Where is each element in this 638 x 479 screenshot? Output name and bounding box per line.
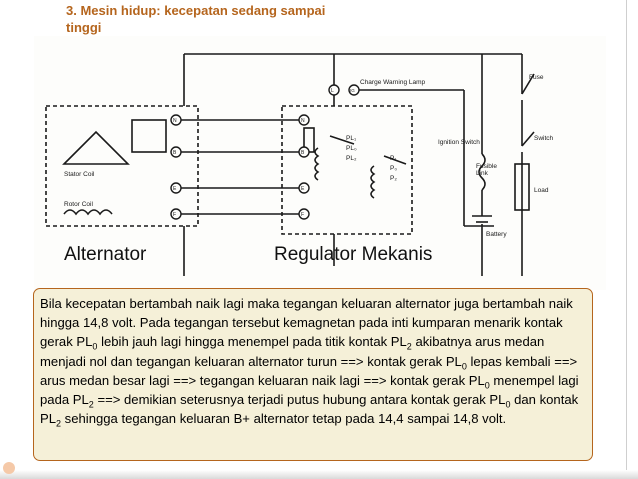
label-reg-n: N [301, 118, 305, 124]
reg-terminal-l [328, 84, 340, 96]
label-charge-lamp: Charge Warning Lamp [360, 79, 426, 86]
label-p2: P₂ [390, 175, 397, 182]
body-text-5: menempel lagi pada PL [40, 372, 579, 408]
label-battery: Battery [486, 231, 507, 238]
label-rotor-coil: Rotor Coil [64, 201, 93, 208]
body-text-7: dan kontak PL [40, 392, 579, 427]
body-text-2: lebih jauh lagi hingga menempel pada tit… [97, 334, 407, 350]
load-resistor [514, 163, 530, 211]
label-alt-e: E [173, 186, 177, 192]
alt-terminal-e [170, 182, 182, 194]
subscript-2: 2 [406, 342, 412, 353]
label-pl2: PL₂ [346, 155, 357, 162]
slide-border-right [626, 0, 627, 479]
reg-terminal-ig [348, 84, 360, 96]
slide-title: 3. Mesin hidup: kecepatan sedang sampai … [66, 3, 326, 35]
regulator-enclosure [281, 105, 413, 235]
label-alt-f: F [173, 212, 176, 218]
contact-p0 [383, 155, 407, 165]
voltage-relay-coil [314, 147, 320, 181]
label-p0: P₀ [390, 165, 397, 172]
diagram-background [34, 36, 606, 290]
subscript-1: 0 [92, 342, 98, 353]
reg-terminal-f [298, 208, 310, 220]
subscript-7: 2 [56, 418, 62, 429]
label-reg-e: E [301, 186, 305, 192]
wiring-diagram: Fuse Switch Charge Warning Lamp Ignition… [34, 36, 606, 290]
body-text-6: ==> demikian seterusnya terjadi putus hu… [93, 392, 506, 408]
label-stator-coil: Stator Coil [64, 171, 95, 178]
label-alt-n: N [173, 118, 177, 124]
field-relay-coil [370, 165, 376, 199]
body-text-4: lepas kembali ==> arus medan besar lagi … [40, 353, 578, 388]
alt-terminal-f [170, 208, 182, 220]
alternator-enclosure [45, 105, 199, 227]
label-pl1: PL₁ [346, 135, 357, 142]
rectifier-diodes [131, 119, 167, 153]
rotor-coil [63, 209, 113, 216]
label-pl0: PL₀ [346, 145, 357, 152]
subscript-4: 0 [484, 380, 490, 391]
body-text-3: akibatnya arus medan menjadi nol dan teg… [40, 334, 545, 369]
slide-bottom-shadow [0, 470, 638, 479]
stator-coil [62, 130, 130, 165]
label-alternator: Alternator [64, 244, 147, 265]
fuse-switch-blade [521, 73, 535, 95]
label-switch: Switch [534, 135, 554, 142]
reg-terminal-n [298, 114, 310, 126]
alt-terminal-n [170, 114, 182, 126]
fusible-link [478, 153, 486, 191]
reg-terminal-b [298, 146, 310, 158]
label-reg-ig: IG [350, 88, 355, 93]
subscript-5: 2 [88, 399, 94, 410]
explanation-textbox: Bila kecepatan bertambah naik lagi maka … [33, 288, 593, 461]
body-text-1: Bila kecepatan bertambah naik lagi maka … [40, 296, 573, 350]
reg-terminal-e [298, 182, 310, 194]
label-reg-f: F [301, 212, 304, 218]
previous-slide-dot[interactable] [3, 462, 15, 474]
label-ignition-switch: Ignition Switch [438, 139, 480, 146]
label-load: Load [534, 187, 549, 194]
label-fuse: Fuse [529, 74, 544, 81]
subscript-3: 0 [461, 361, 467, 372]
label-alt-b: B [173, 150, 177, 156]
label-reg-l: L [331, 88, 334, 94]
label-regulator: Regulator Mekanis [274, 244, 432, 265]
alt-terminal-b [170, 146, 182, 158]
label-reg-b: B [301, 150, 305, 156]
switch-blade [521, 131, 535, 147]
body-text-8: sehingga tegangan keluaran B+ alternator… [61, 411, 507, 427]
subscript-6: 0 [505, 399, 511, 410]
contact-pl0 [329, 135, 355, 145]
label-p1: P₁ [390, 155, 397, 162]
